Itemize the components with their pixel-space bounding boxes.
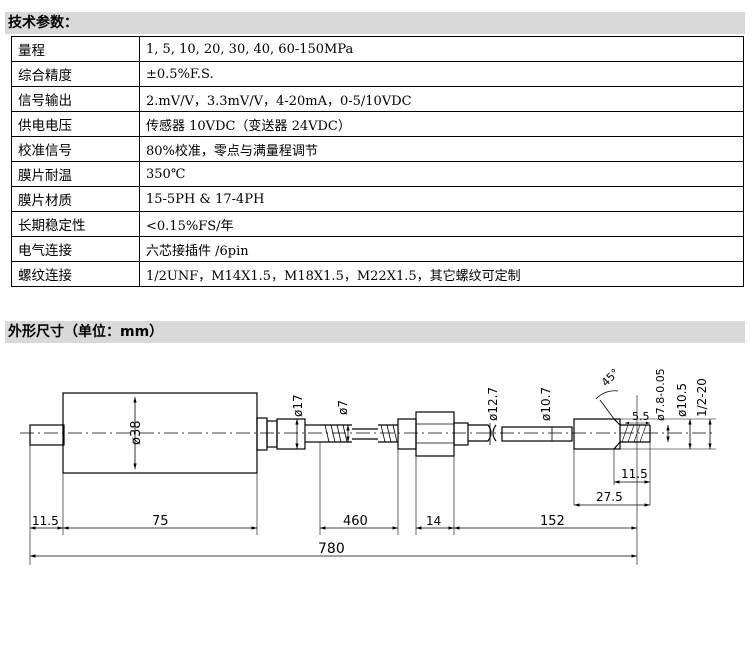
spec-row: 供电电压传感器 10VDC（变送器 24VDC） (11, 111, 744, 137)
dim-11-5-left-label: 11.5 (32, 514, 59, 528)
spec-label: 校准信号 (11, 136, 140, 162)
spec-label: 综合精度 (11, 61, 140, 87)
sensor-tail-stub (29, 424, 65, 446)
specs-section-title: 技术参数： (5, 12, 745, 34)
spec-row: 电气连接六芯接插件 /6pin (11, 236, 744, 262)
d7-8-label: ø7.8-0.05 (654, 368, 667, 421)
d17-label: ø17 (291, 394, 305, 417)
threaded-tip (573, 418, 621, 450)
spec-label: 供电电压 (11, 111, 140, 137)
spec-row: 长期稳定性<0.15%FS/年 (11, 211, 744, 237)
spec-value: 2.mV/V，3.3mV/V，4-20mA，0-5/10VDC (139, 86, 744, 112)
dim-75-label: 75 (152, 514, 169, 529)
spec-value: 六芯接插件 /6pin (139, 236, 744, 262)
spec-value: 1, 5, 10, 20, 30, 40, 60-150MPa (139, 36, 744, 62)
spec-label: 量程 (11, 36, 140, 62)
spec-value: 传感器 10VDC（变送器 24VDC） (139, 111, 744, 137)
spec-label: 膜片材质 (11, 186, 140, 212)
d10-7-label: ø10.7 (539, 387, 553, 421)
d10-5-label: ø10.5 (675, 383, 689, 417)
dim-780-label: 780 (318, 541, 345, 557)
spec-label: 膜片耐温 (11, 161, 140, 187)
d38-label: ø38 (129, 421, 144, 446)
rigid-stem (501, 426, 573, 442)
spec-value: ±0.5%F.S. (139, 61, 744, 87)
spec-value: 15-5PH & 17-4PH (139, 186, 744, 212)
dimensions-section-title: 外形尺寸（单位：mm） (5, 321, 745, 343)
spec-value: 1/2UNF，M14X1.5，M18X1.5，M22X1.5，其它螺纹可定制 (139, 261, 744, 287)
connector-ring (256, 417, 268, 451)
spec-value: 80%校准，零点与满量程调节 (139, 136, 744, 162)
spec-value: <0.15%FS/年 (139, 211, 744, 237)
fitting (397, 418, 417, 450)
dim-152-label: 152 (540, 514, 565, 529)
angle-45-label: 45° (599, 366, 622, 389)
dim-460-label: 460 (343, 514, 368, 529)
spec-label: 电气连接 (11, 236, 140, 262)
spec-row: 综合精度±0.5%F.S. (11, 61, 744, 87)
flex-hose (324, 424, 348, 443)
spec-label: 信号输出 (11, 86, 140, 112)
dim-14-label: 14 (426, 514, 441, 528)
dim-27-5-label: 27.5 (596, 490, 623, 504)
d12-7-label: ø12.7 (486, 387, 500, 421)
connector-body (276, 418, 306, 450)
spec-label: 螺纹连接 (11, 261, 140, 287)
dim-5-5-label: 5.5 (632, 410, 650, 423)
thread-label: 1/2-20 (695, 378, 709, 417)
spec-label: 长期稳定性 (11, 211, 140, 237)
d7-label: ø7 (336, 400, 350, 415)
dim-11-5-right-label: 11.5 (621, 467, 648, 481)
hex-nut (415, 411, 455, 457)
spec-value: 350℃ (139, 161, 744, 187)
dimension-drawing: ø38 ø17 ø7 ø12.7 ø10.7 45° ø7.8-0.05 ø10… (20, 366, 716, 565)
